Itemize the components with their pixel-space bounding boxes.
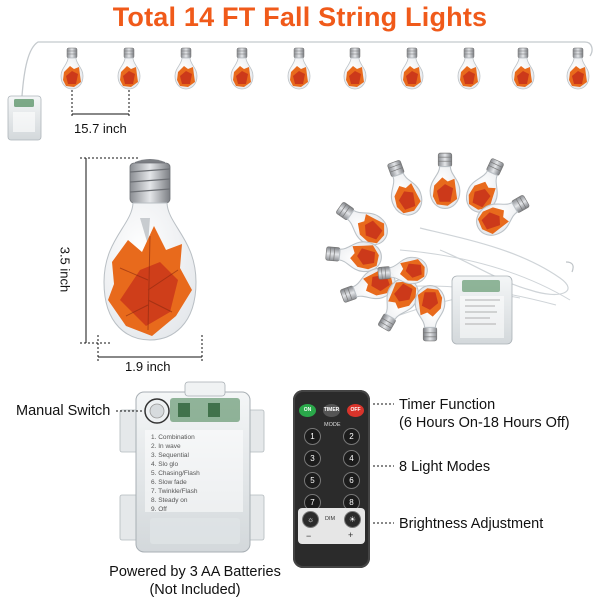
mode-item: 2. In wave bbox=[151, 443, 181, 450]
battery-caption: Powered by 3 AA Batteries (Not Included) bbox=[70, 563, 320, 599]
spacing-label: 15.7 inch bbox=[74, 121, 127, 136]
manual-switch-label: Manual Switch bbox=[16, 403, 111, 419]
mode-item: 4. Slo glo bbox=[151, 461, 179, 468]
sun-icon: ☼ bbox=[306, 515, 315, 524]
mode-item: 1. Combination bbox=[151, 434, 195, 441]
mode-item: 6. Slow fade bbox=[151, 479, 187, 486]
remote-dim-panel: ☼ ☀ DIM − + bbox=[298, 508, 365, 544]
remote-mode-4-button[interactable]: 4 bbox=[343, 450, 360, 467]
remote-off-button[interactable]: OFF bbox=[347, 404, 364, 417]
height-dimension bbox=[80, 157, 140, 344]
remote-plus-label: + bbox=[348, 530, 354, 540]
large-bulb bbox=[103, 159, 197, 341]
remote-mode-label: MODE bbox=[324, 422, 341, 428]
width-dimension bbox=[97, 335, 203, 362]
bulb-width-label: 1.9 inch bbox=[125, 359, 171, 374]
sun-icon: ☀ bbox=[348, 515, 357, 524]
remote-on-button[interactable]: ON bbox=[299, 404, 316, 417]
remote-mode-2-button[interactable]: 2 bbox=[343, 428, 360, 445]
page-title: Total 14 FT Fall String Lights bbox=[112, 2, 488, 32]
remote-mode-1-button[interactable]: 1 bbox=[304, 428, 321, 445]
remote-mode-6-button[interactable]: 6 bbox=[343, 472, 360, 489]
timer-callout-line1: Timer Function bbox=[399, 397, 496, 413]
remote-dim-down-button[interactable]: ☼ bbox=[302, 511, 319, 528]
mode-item: 9. Off bbox=[151, 506, 167, 513]
remote-mode-5-button[interactable]: 5 bbox=[304, 472, 321, 489]
battery-caption-line1: Powered by 3 AA Batteries bbox=[109, 564, 281, 580]
remote-dim-up-button[interactable]: ☀ bbox=[344, 511, 361, 528]
timer-callout: Timer Function (6 Hours On-18 Hours Off) bbox=[399, 396, 570, 432]
battery-mode-list: 1. Combination 2. In wave 3. Sequential … bbox=[151, 433, 200, 514]
spacing-dimension bbox=[71, 90, 130, 118]
remote-timer-button[interactable]: TIMER bbox=[323, 404, 340, 417]
battery-caption-line2: (Not Included) bbox=[149, 582, 241, 598]
remote-minus-label: − bbox=[306, 531, 312, 541]
light-modes-callout: 8 Light Modes bbox=[399, 459, 491, 475]
mode-item: 7. Twinkle/Flash bbox=[151, 488, 198, 495]
battery-box bbox=[119, 381, 265, 553]
remote-control: ON TIMER OFF MODE 1 2 3 4 5 6 7 8 ☼ ☀ DI… bbox=[293, 390, 370, 568]
remote-dim-label: DIM bbox=[325, 516, 336, 522]
timer-callout-line2: (6 Hours On-18 Hours Off) bbox=[399, 415, 570, 431]
brightness-callout: Brightness Adjustment bbox=[399, 516, 544, 532]
small-battery-box bbox=[7, 95, 42, 141]
mode-item: 5. Chasing/Flash bbox=[151, 470, 200, 477]
mode-item: 3. Sequential bbox=[151, 452, 189, 459]
mode-item: 8. Steady on bbox=[151, 497, 188, 504]
remote-mode-3-button[interactable]: 3 bbox=[304, 450, 321, 467]
bulb-cluster bbox=[324, 152, 574, 345]
